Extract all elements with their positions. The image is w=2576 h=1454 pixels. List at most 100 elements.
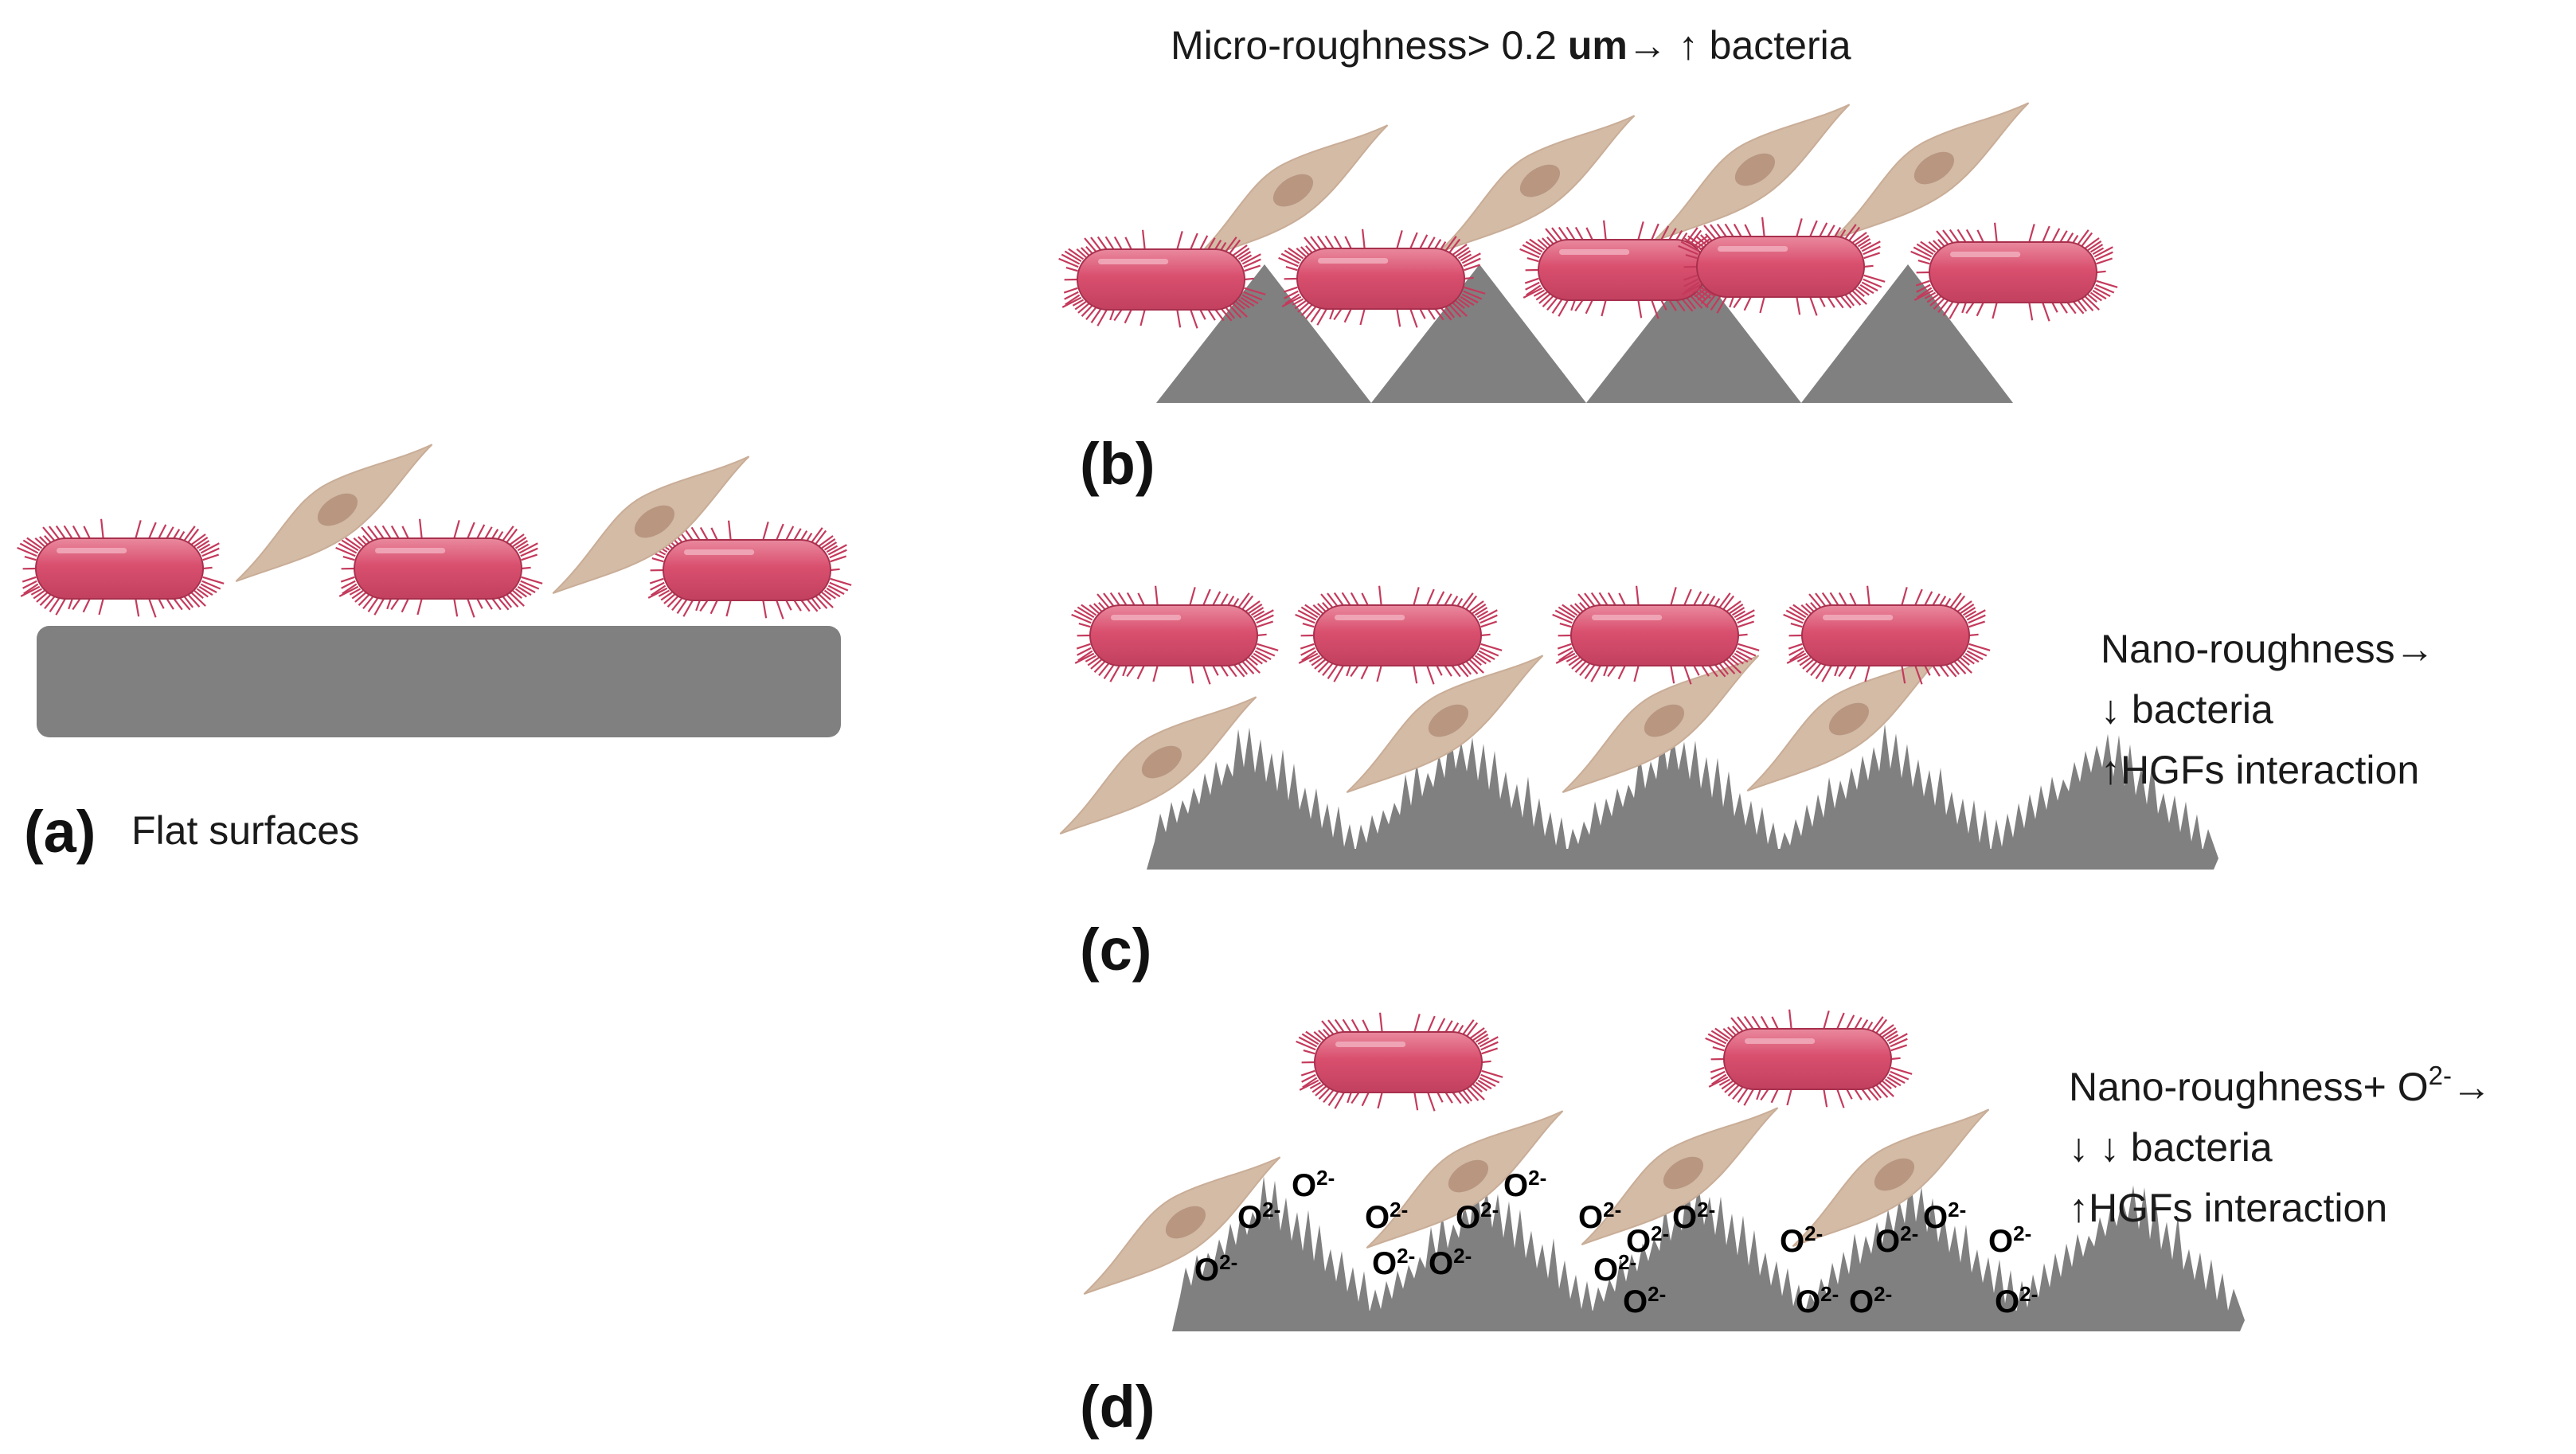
- bacterium-body: [1089, 604, 1258, 666]
- bacterium-body: [1296, 248, 1465, 310]
- bacteria-layer-d: [1296, 1009, 1913, 1112]
- superoxide-ion-label: O2-: [1796, 1282, 1839, 1319]
- fibroblast-cell: [1831, 102, 2030, 240]
- fibroblast-cell: [1059, 696, 1257, 834]
- bacterium: [1296, 1012, 1503, 1112]
- bacterium-highlight: [1559, 249, 1630, 255]
- flat-surface: [37, 626, 841, 737]
- bacterium-pili: [1910, 222, 2118, 322]
- bacterium: [1678, 217, 1886, 316]
- panel-b: Micro-roughness> 0.2 um→ ↑ bacteria (b): [1058, 23, 2118, 497]
- bacterium: [1783, 585, 1991, 685]
- fibroblast-nucleus: [1141, 745, 1182, 779]
- bacterium-body: [1801, 604, 1970, 666]
- nano-rough-surface-d: [1172, 1175, 2245, 1331]
- bacterium-highlight: [1335, 1042, 1406, 1047]
- fibroblast-nucleus: [634, 505, 674, 538]
- superoxide-ion-label: O2-: [1780, 1221, 1823, 1259]
- fibroblast-cell: [552, 455, 750, 594]
- fibroblast-cell: [235, 444, 433, 582]
- bacterium-pili: [644, 520, 852, 620]
- panel-a: (a) Flat surfaces: [17, 444, 852, 865]
- superoxide-ion-label: O2-: [1875, 1221, 1918, 1259]
- superoxide-ion-label: O2-: [1849, 1282, 1892, 1319]
- bacterium-body: [1313, 604, 1482, 666]
- bacterium: [1705, 1009, 1913, 1108]
- panel-c-tag: (c): [1080, 917, 1151, 983]
- nano-surface-base: [1179, 1311, 2240, 1331]
- bacterium-body: [35, 537, 204, 600]
- fibroblast-layer-c-back: [1059, 696, 1257, 834]
- bacterium-highlight: [375, 548, 446, 553]
- bacterium-highlight: [1335, 615, 1405, 620]
- fibroblast-nucleus: [317, 493, 358, 526]
- fibroblast-cell: [1437, 115, 1636, 253]
- fibroblast-nucleus: [1165, 1206, 1206, 1239]
- superoxide-ion-label: O2-: [1365, 1198, 1408, 1235]
- fibroblast-layer-a: [235, 444, 750, 594]
- superoxide-ion-label: O2-: [1593, 1250, 1636, 1288]
- fibroblast-cell: [1366, 1110, 1564, 1249]
- fibroblast-nucleus: [1734, 153, 1775, 186]
- fibroblast-nucleus: [1913, 151, 1954, 185]
- bacterium-highlight: [684, 549, 755, 555]
- superoxide-ion-label: O2-: [1995, 1282, 2038, 1319]
- bacterium-highlight: [1745, 1038, 1816, 1044]
- superoxide-ion-label: O2-: [1503, 1166, 1546, 1203]
- bacterium-pili: [1552, 585, 1760, 685]
- bacterium-highlight: [1718, 246, 1788, 252]
- panel-c-line2: ↓ bacteria: [2101, 687, 2273, 732]
- panel-c-line1: Nano-roughness→: [2101, 627, 2435, 671]
- bacterium: [17, 518, 225, 618]
- superoxide-ion-label: O2-: [1923, 1198, 1966, 1235]
- superoxide-ion-label: O2-: [1626, 1221, 1669, 1259]
- fibroblast-layer-d: [1366, 1107, 1990, 1249]
- bacteria-layer-c: [1071, 585, 1991, 685]
- superoxide-ion-label: O2-: [1578, 1198, 1621, 1235]
- nano-spike-shape: [1172, 1175, 2245, 1331]
- fibroblast-cell: [1581, 1107, 1779, 1245]
- bacterium-body: [1314, 1031, 1483, 1093]
- nano-surface-base: [1153, 849, 2214, 870]
- fibroblast-cell: [1190, 124, 1389, 263]
- oxygen-ion-layer: O2-O2-O2-O2-O2-O2-O2-O2-O2-O2-O2-O2-O2-O…: [1194, 1166, 2038, 1319]
- bacterium-highlight: [1950, 252, 2021, 257]
- bacterium-highlight: [57, 548, 127, 553]
- fibroblast-layer-d-back: [1083, 1156, 1281, 1295]
- fibroblast-nucleus: [1828, 702, 1869, 736]
- bacterium: [1295, 585, 1503, 685]
- fibroblast-cell: [1652, 104, 1851, 242]
- fibroblast-nucleus: [1272, 174, 1313, 207]
- superoxide-ion-label: O2-: [1237, 1198, 1280, 1235]
- panel-c: Nano-roughness→ ↓ bacteria ↑HGFs interac…: [1059, 585, 2435, 983]
- bacterium-highlight: [1318, 258, 1389, 264]
- bacterium-body: [1538, 239, 1706, 301]
- micro-rough-surface: [1156, 264, 2013, 403]
- fibroblast-layer-c: [1346, 653, 1945, 793]
- bacterium: [1278, 229, 1486, 328]
- bacterium-body: [1696, 236, 1865, 298]
- superoxide-ion-label: O2-: [1672, 1198, 1715, 1235]
- nano-spike-shape: [1147, 724, 2218, 870]
- superoxide-ion-label: O2-: [1988, 1221, 2031, 1259]
- superoxide-ion-label: O2-: [1372, 1244, 1415, 1281]
- bacterium-body: [1723, 1028, 1892, 1090]
- bacterium: [335, 518, 543, 618]
- fibroblast-cell: [1083, 1156, 1281, 1295]
- bacterium-body: [663, 539, 831, 601]
- nano-rough-surface-c: [1147, 724, 2218, 870]
- bacteria-layer-b: [1058, 217, 2118, 329]
- bacterium-pili: [1296, 1012, 1503, 1112]
- bacterium: [644, 520, 852, 620]
- bacterium-highlight: [1823, 615, 1894, 620]
- panel-d-tag: (d): [1080, 1374, 1155, 1440]
- fibroblast-cell: [1792, 1108, 1990, 1247]
- superoxide-ion-label: O2-: [1456, 1198, 1499, 1235]
- bacterium: [1552, 585, 1760, 685]
- bacteria-layer-a: [17, 518, 852, 620]
- bacterium: [1058, 229, 1266, 329]
- panel-d-line2: ↓ ↓ bacteria: [2069, 1125, 2273, 1170]
- fibroblast-layer-b: [1190, 102, 2030, 263]
- fibroblast-nucleus: [1644, 704, 1684, 737]
